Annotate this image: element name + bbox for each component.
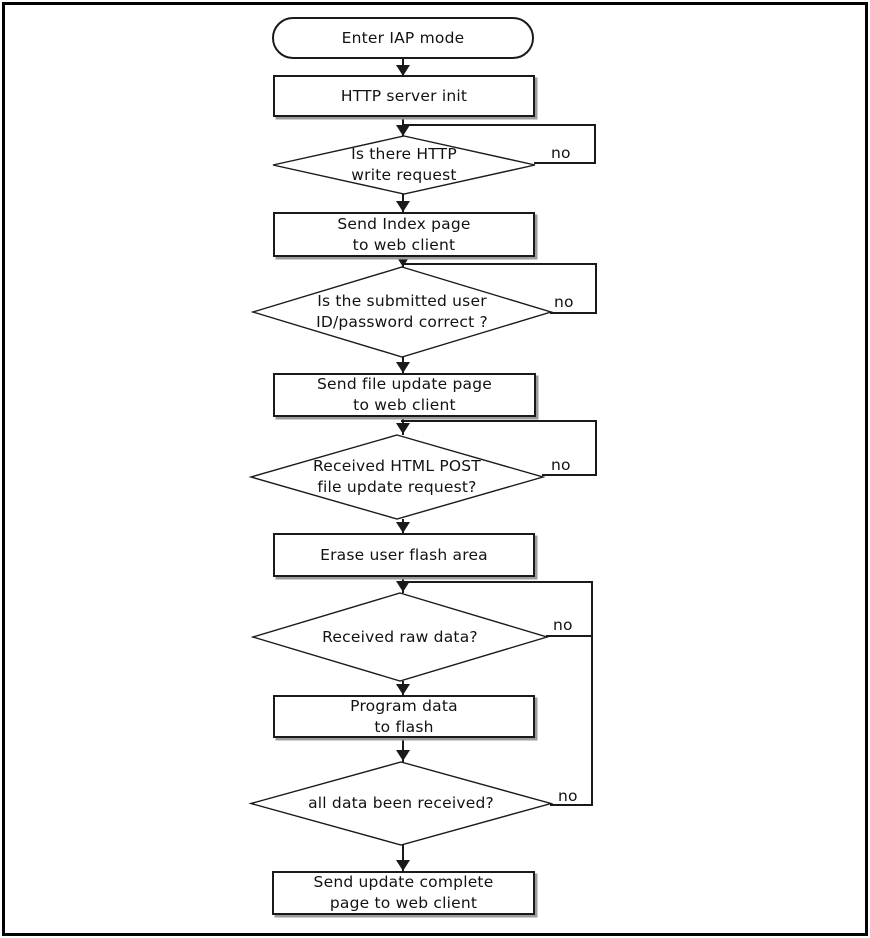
loop-no-write-request-top [403,124,596,126]
arrowhead-down-icon [396,581,410,592]
loop-no-post-request-top [401,420,597,422]
diamond-shape [272,135,536,195]
branch-label-no: no [551,456,571,474]
node-label-line: to web client [353,396,456,414]
diamond-shape [248,761,554,846]
arrowhead-down-icon [396,750,410,761]
decision-all-data-received: all data been received? [248,761,554,846]
loop-no-write-request-right [594,124,596,164]
arrowhead-down-icon [396,362,410,373]
decision-label-line: write request [351,166,457,184]
branch-label-no: no [558,787,578,805]
decision-http-write-request: Is there HTTP write request [272,135,536,195]
node-label: Enter IAP mode [341,28,465,47]
arrowhead-down-icon [396,684,410,695]
connector-program-flash-to-all-received [402,737,404,762]
decision-label-line: Is the submitted user [317,292,487,310]
loop-no-write-request-bottom [534,162,596,164]
node-label-line: to web client [352,235,456,254]
decision-label-line: ID/password correct ? [316,313,488,331]
loop-no-post-request-right [595,420,597,476]
node-label-line: page to web client [329,894,478,912]
arrowhead-down-icon [396,522,410,533]
node-label-line: Send Index page [337,214,471,233]
node-label-line: Program data [350,696,458,715]
node-label-line: Send file update page [317,375,492,393]
loop-no-credentials-right [595,263,597,314]
loop-no-credentials-bottom [550,312,597,314]
connector-all-received-to-send-complete [402,845,404,872]
node-enter-iap-mode: Enter IAP mode [272,17,534,59]
decision-html-post-request: Received HTML POST file update request? [248,434,546,520]
loop-no-post-request-bottom [542,474,597,476]
arrowhead-down-icon [396,256,410,267]
node-label-line: to flash [374,717,434,736]
node-label: Erase user flash area [320,545,488,564]
decision-received-raw-data: Received raw data? [250,592,550,682]
node-label-line: Send update complete [313,873,494,891]
decision-label-line: file update request? [317,478,477,496]
diamond-shape [250,266,554,358]
decision-id-password-correct: Is the submitted user ID/password correc… [250,266,554,358]
node-send-index-page: Send Index page to web client [273,212,535,257]
decision-label-line: Received HTML POST [313,457,481,475]
node-send-file-update-page: Send file update page to web client [273,373,536,417]
arrowhead-down-icon [396,423,410,434]
node-http-server-init: HTTP server init [273,75,535,117]
arrowhead-down-icon [396,125,410,136]
node-erase-user-flash: Erase user flash area [273,533,535,577]
node-label: HTTP server init [340,86,468,105]
decision-label: all data been received? [308,794,494,812]
branch-label-no: no [554,293,574,311]
decision-label: Received raw data? [322,627,478,646]
loop-no-all-received-branch [550,804,593,806]
arrowhead-down-icon [396,65,410,76]
loop-no-raw-data-branch [546,635,593,637]
node-program-data-to-flash: Program data to flash [273,695,535,738]
decision-label-line: Is there HTTP [351,145,457,163]
branch-label-no: no [553,616,573,634]
node-send-update-complete: Send update complete page to web client [272,871,535,915]
diamond-shape [248,434,546,520]
loop-no-credentials-top [402,263,597,265]
arrowhead-down-icon [396,860,410,871]
branch-label-no: no [551,144,571,162]
diamond-shape [250,592,550,682]
arrowhead-down-icon [396,201,410,212]
loop-no-data-top [402,581,593,583]
loop-no-data-right [591,581,593,806]
